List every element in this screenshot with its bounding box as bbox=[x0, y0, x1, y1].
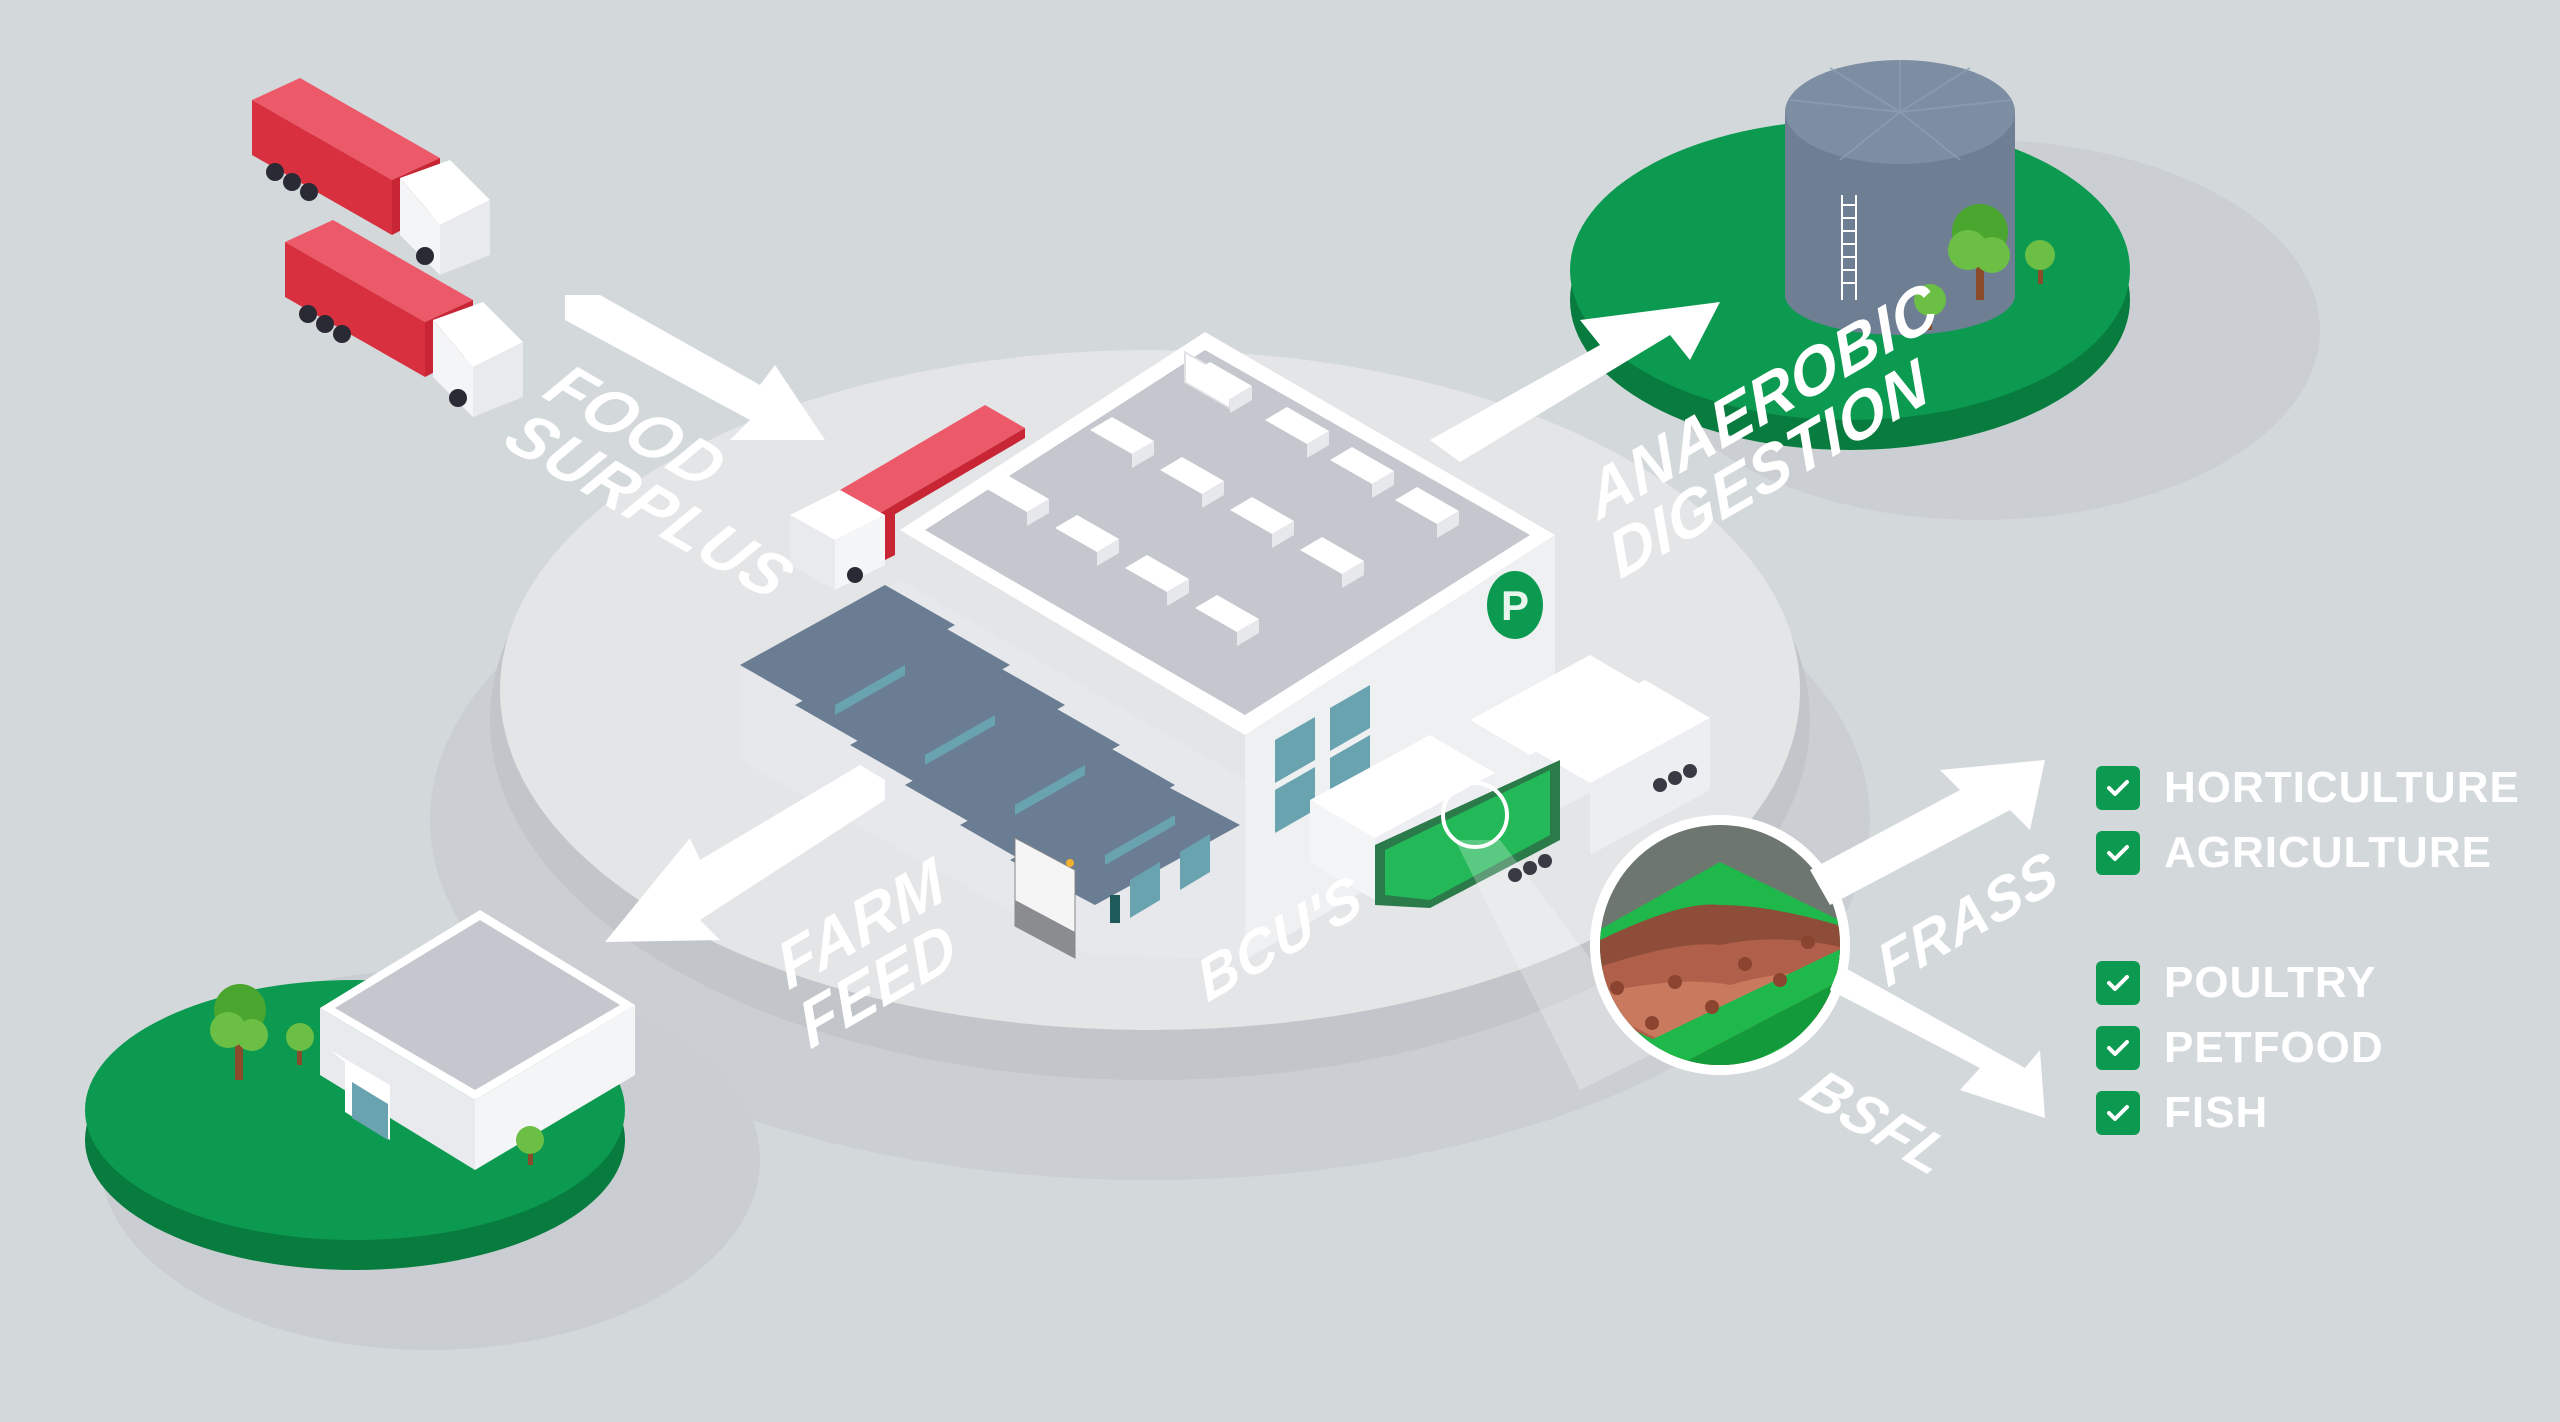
arrow-food-surplus bbox=[565, 295, 825, 440]
tree-icon bbox=[1948, 204, 2010, 300]
legend-item-horticulture: HORTICULTURE bbox=[2096, 755, 2520, 820]
ladder-icon bbox=[1841, 195, 1857, 300]
tree-icon bbox=[210, 984, 268, 1080]
checkmark-icon bbox=[2096, 960, 2140, 1005]
legend-item-fish: FISH bbox=[2096, 1080, 2520, 1145]
arrow-frass bbox=[1810, 760, 2045, 905]
tree-icon bbox=[286, 1023, 314, 1065]
truck-icon bbox=[252, 78, 490, 275]
arrow-anaerobic-digestion bbox=[1430, 302, 1720, 462]
legend-item-agriculture: AGRICULTURE bbox=[2096, 820, 2520, 885]
tree-icon bbox=[516, 1126, 544, 1165]
company-logo bbox=[1487, 571, 1543, 639]
legend-item-poultry: POULTRY bbox=[2096, 950, 2520, 1015]
checkmark-icon bbox=[2096, 1090, 2140, 1135]
checkmark-icon bbox=[2096, 830, 2140, 875]
arrow-bsfl bbox=[1830, 965, 2045, 1118]
checkmark-icon bbox=[2096, 1025, 2140, 1070]
magnifier-closeup bbox=[1590, 815, 1850, 1075]
tree-icon bbox=[1914, 284, 1946, 330]
digester-island bbox=[1570, 60, 2130, 450]
truck-icon bbox=[285, 220, 523, 417]
bcu-trailers bbox=[1310, 655, 1710, 1090]
arrow-farm-feed bbox=[605, 765, 885, 942]
svg-text:P: P bbox=[1501, 582, 1529, 629]
uses-legend: HORTICULTURE AGRICULTURE POULTRY PETFOOD… bbox=[2096, 755, 2520, 1145]
farm-island bbox=[85, 910, 635, 1270]
checkmark-icon bbox=[2096, 765, 2140, 810]
flow-arrows bbox=[565, 295, 2045, 1118]
magnify-source-ring bbox=[1441, 781, 1509, 849]
legend-item-petfood: PETFOOD bbox=[2096, 1015, 2520, 1080]
factory-building: P bbox=[740, 332, 1555, 960]
tree-icon bbox=[2025, 240, 2055, 284]
